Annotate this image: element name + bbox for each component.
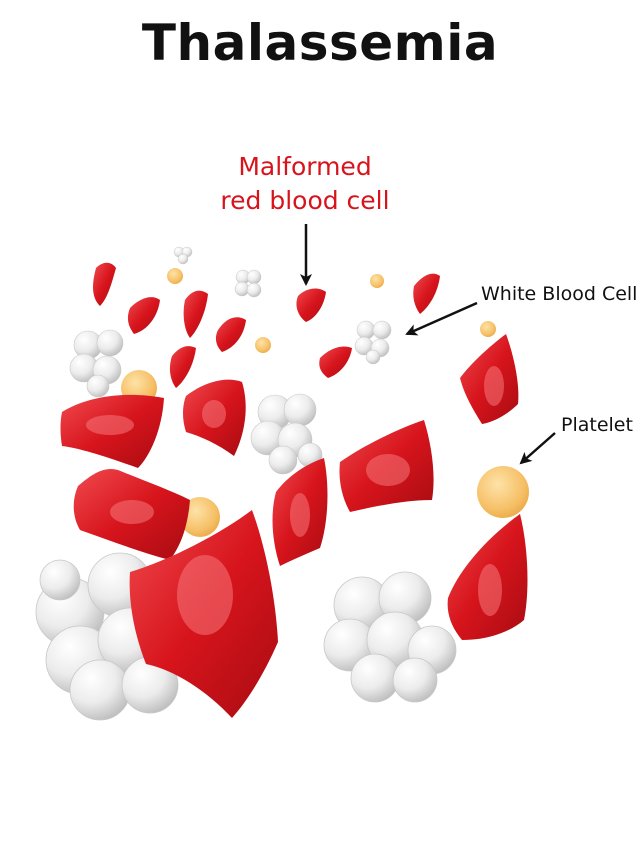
- white-blood-cell-small-3: [173, 246, 193, 265]
- red-cell-2: [127, 297, 160, 334]
- red-cell-3: [183, 290, 208, 338]
- platelet-7: [477, 466, 529, 518]
- white-blood-cell-cluster-left: [69, 329, 124, 398]
- red-cell-7: [413, 273, 440, 314]
- white-blood-cell-cluster-center: [250, 393, 323, 475]
- red-cell-5: [169, 346, 196, 388]
- platelet-4: [480, 321, 496, 337]
- white-blood-cell-small-2: [234, 269, 262, 298]
- platelet-3: [255, 337, 271, 353]
- platelet-2: [370, 274, 384, 288]
- white-blood-cell-small-1: [354, 320, 392, 365]
- diagram-title: Thalassemia: [141, 14, 499, 72]
- red-cell-4: [215, 317, 246, 352]
- arrow-icon: [405, 301, 478, 336]
- white-blood-cell-cluster-right: [323, 571, 457, 703]
- white-blood-cell-label: White Blood Cell: [481, 283, 638, 305]
- red-cell-6: [319, 346, 352, 378]
- red-cell-highlights: [86, 366, 504, 635]
- malformed-rbc-label: Malformed red blood cell: [190, 150, 420, 218]
- platelet-1: [167, 268, 183, 284]
- red-cell-1: [93, 262, 116, 306]
- platelet-6: [180, 497, 220, 537]
- platelet-label: Platelet: [561, 414, 633, 436]
- arrow-icon: [519, 432, 556, 465]
- malformed-rbc-label-line2: red blood cell: [220, 186, 390, 215]
- malformed-rbc-label-line1: Malformed: [238, 152, 372, 181]
- red-cell-malformed-target: [296, 288, 326, 322]
